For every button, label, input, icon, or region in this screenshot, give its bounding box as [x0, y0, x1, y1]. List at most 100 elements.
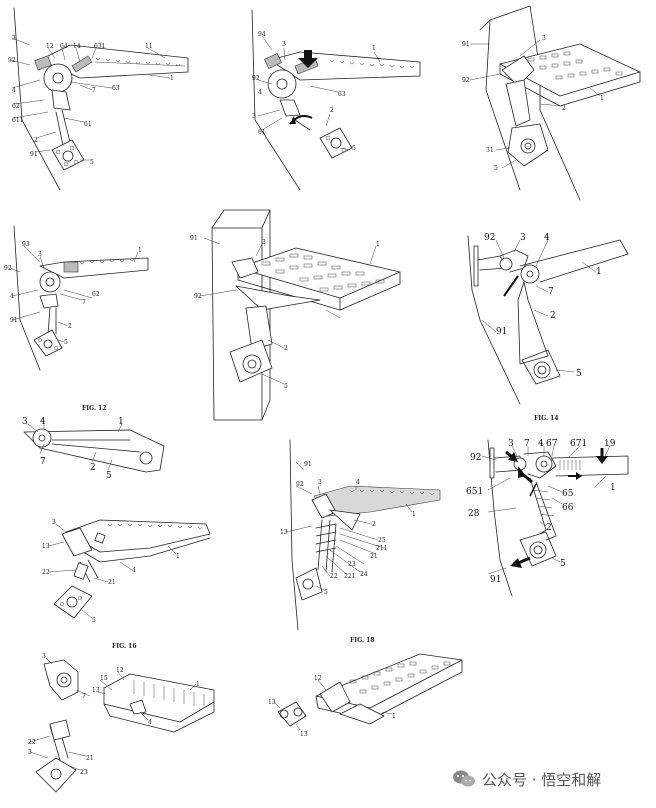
panel-8-label: 1 — [176, 553, 180, 560]
panel-11-label: 4 — [148, 719, 152, 726]
panel-2-label: 63 — [338, 91, 346, 98]
panel-3-label: 2 — [562, 105, 566, 112]
panel-9-label: 5 — [324, 589, 328, 596]
panel-6-label: 1 — [596, 267, 602, 277]
panel-9-label: 91 — [304, 461, 312, 468]
panel-11-label: 12 — [116, 667, 124, 674]
panel-1-label: 5 — [90, 159, 94, 166]
panel-4-side-view: 93 3 1 92 4 62 7 91 2 5 — [4, 225, 149, 371]
panel-10-label: 3 — [508, 439, 514, 449]
panel-10-force-view: 92 3 7 4 67 671 19 651 65 66 1 28 2 91 5 — [466, 439, 629, 597]
panel-10-label: 92 — [470, 453, 481, 463]
panel-10-label: 7 — [524, 439, 530, 449]
panel-6-label: 91 — [496, 327, 507, 337]
panel-8-label: 4 — [132, 567, 136, 574]
panel-9-label: 92 — [296, 481, 304, 488]
panel-7-folded-view: 3 4 1 7 2 5 — [22, 417, 165, 481]
panel-5-label: 1 — [376, 241, 380, 248]
panel-9-label: 13 — [280, 529, 288, 536]
panel-9-label: 211 — [376, 545, 387, 552]
panel-1-label: 62 — [12, 103, 20, 110]
panel-10-label: 651 — [466, 487, 483, 497]
watermark-text: 公众号 · 悟空和解 — [482, 770, 602, 789]
panel-2-label: 5 — [352, 145, 356, 152]
fig14-caption: FIG. 14 — [534, 415, 559, 422]
panel-11-label: 13 — [92, 687, 100, 694]
panel-6-fig14-view: 92 3 4 1 7 91 2 5 — [467, 233, 629, 405]
panel-9-label: 24 — [360, 571, 368, 578]
panel-1-label: 7 — [92, 87, 96, 94]
panel-10-label: 91 — [490, 575, 501, 585]
panel-12-label: 13 — [300, 731, 308, 738]
panel-11-label: 22 — [28, 739, 36, 746]
panel-10-label: 67 — [546, 439, 558, 449]
panel-1-label: 92 — [8, 57, 16, 64]
panel-2-label: 61 — [258, 129, 266, 136]
panel-5-label: 92 — [194, 293, 202, 300]
panel-4-label: 4 — [10, 293, 14, 300]
panel-3-label: 31 — [486, 147, 494, 154]
panel-8-label: 5 — [92, 617, 96, 624]
panel-12-label: 12 — [314, 675, 322, 682]
panel-11-label: 15 — [100, 675, 108, 682]
panel-9-label: 23 — [348, 561, 356, 568]
panel-9-label: 21 — [370, 553, 378, 560]
panel-11-label: 1 — [196, 681, 200, 688]
panel-11-label: 21 — [86, 755, 94, 762]
panel-9-label: 3 — [318, 479, 322, 486]
down-arrow-icon — [298, 50, 318, 68]
panel-1-label: 3 — [12, 35, 16, 42]
panel-11-exploded-view: 3 15 12 1 13 7 4 22 3 21 23 — [28, 653, 215, 793]
panel-3-label: 1 — [600, 95, 604, 102]
panel-5-label: 2 — [284, 345, 288, 352]
panel-4-label: 1 — [138, 247, 142, 254]
wechat-icon — [453, 770, 475, 787]
panel-3-label: 3 — [542, 35, 546, 42]
panel-8-label: 13 — [42, 543, 50, 550]
panel-11-label: 7 — [82, 693, 86, 700]
panel-7-label: 5 — [106, 471, 112, 481]
panel-2-label: 3 — [252, 113, 256, 120]
panel-2-press-view: 94 3 1 92 4 63 3 61 2 5 — [251, 9, 421, 191]
panel-9-label: 1 — [412, 511, 416, 518]
panel-1-label: 14 — [73, 43, 81, 50]
panel-4-label: 7 — [82, 299, 86, 306]
panel-4-label: 3 — [38, 251, 42, 258]
panel-12-label: 13 — [268, 699, 276, 706]
panel-11-label: 23 — [80, 769, 88, 776]
panel-1-label: 1 — [170, 75, 174, 82]
panel-7-label: 1 — [118, 417, 124, 427]
panel-10-label: 1 — [610, 483, 616, 493]
panel-11-label: 3 — [28, 749, 32, 756]
panel-2-label: 92 — [252, 75, 260, 82]
panel-4-label: 93 — [22, 241, 30, 248]
panel-2-label: 4 — [258, 89, 262, 96]
panel-9-label: 22 — [330, 573, 338, 580]
panel-8-label: 3 — [52, 519, 56, 526]
panel-4-label: 2 — [68, 323, 72, 330]
panel-6-label: 5 — [576, 369, 582, 379]
watermark: 公众号 · 悟空和解 — [452, 768, 601, 790]
panel-2-label: 2 — [330, 107, 334, 114]
panel-2-label: 3 — [282, 41, 286, 48]
panel-3-label: 91 — [462, 41, 470, 48]
panel-8-label: 21 — [108, 579, 116, 586]
panel-3-label: 92 — [462, 77, 470, 84]
panel-10-label: 28 — [468, 509, 480, 519]
panel-10-label: 671 — [570, 439, 587, 449]
panel-1-side-view: 3 12 64 14 631 11 92 1 4 7 63 62 611 61 … — [8, 7, 189, 191]
panel-7-label: 3 — [22, 417, 28, 427]
panel-4-label: 92 — [4, 265, 12, 272]
panel-5-label: 91 — [190, 235, 198, 242]
panel-1-label: 631 — [94, 43, 105, 50]
panel-10-label: 66 — [562, 503, 574, 513]
panel-9-label: 221 — [344, 573, 355, 580]
panel-7-label: 7 — [40, 457, 46, 467]
fig12-caption: FIG. 12 — [82, 405, 107, 412]
panel-8-perspective-view: 3 13 1 4 22 21 5 — [42, 519, 211, 624]
panel-5-label: 5 — [284, 383, 288, 390]
panel-9-label: 25 — [378, 537, 386, 544]
panel-10-label: 65 — [562, 489, 574, 499]
panel-4-label: 91 — [10, 317, 18, 324]
